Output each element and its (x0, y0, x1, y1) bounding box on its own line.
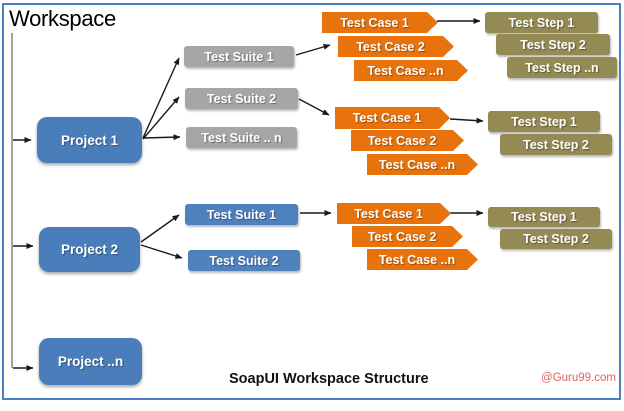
guru99-watermark: @Guru99.com (541, 372, 616, 384)
p2-test-suite-1-node: Test Suite 1 (185, 204, 298, 225)
g1-test-step-1-node: Test Step 1 (485, 12, 598, 33)
g1-test-step-2-node: Test Step 2 (496, 34, 610, 55)
g2-test-step-2-node: Test Step 2 (500, 134, 612, 155)
project-n-node: Project ..n (39, 338, 142, 385)
diagram-caption: SoapUI Workspace Structure (229, 371, 429, 387)
g1-test-case-1-node: Test Case 1 (322, 12, 438, 33)
p1-test-suite-1-node: Test Suite 1 (184, 46, 294, 67)
g3-test-case-2-node: Test Case 2 (352, 226, 463, 247)
p2-test-suite-2-node: Test Suite 2 (188, 250, 300, 271)
g2-test-case-1-node: Test Case 1 (335, 107, 450, 129)
g3-test-step-1-node: Test Step 1 (488, 207, 600, 227)
g2-test-step-1-node: Test Step 1 (488, 111, 600, 132)
g3-test-step-2-node: Test Step 2 (500, 229, 612, 249)
p1-test-suite-2-node: Test Suite 2 (185, 88, 298, 109)
g3-test-case-1-node: Test Case 1 (337, 203, 451, 224)
g1-test-case-n-node: Test Case ..n (354, 60, 468, 81)
p1-test-suite-n-node: Test Suite .. n (186, 127, 297, 148)
g3-test-case-n-node: Test Case ..n (367, 249, 478, 270)
g1-test-case-2-node: Test Case 2 (338, 36, 454, 57)
g1-test-step-n-node: Test Step ..n (507, 57, 617, 78)
g2-test-case-2-node: Test Case 2 (351, 130, 464, 151)
project-2-node: Project 2 (39, 227, 140, 272)
project-1-node: Project 1 (37, 117, 142, 163)
workspace-title: Workspace (9, 6, 116, 31)
g2-test-case-n-node: Test Case ..n (367, 154, 478, 175)
